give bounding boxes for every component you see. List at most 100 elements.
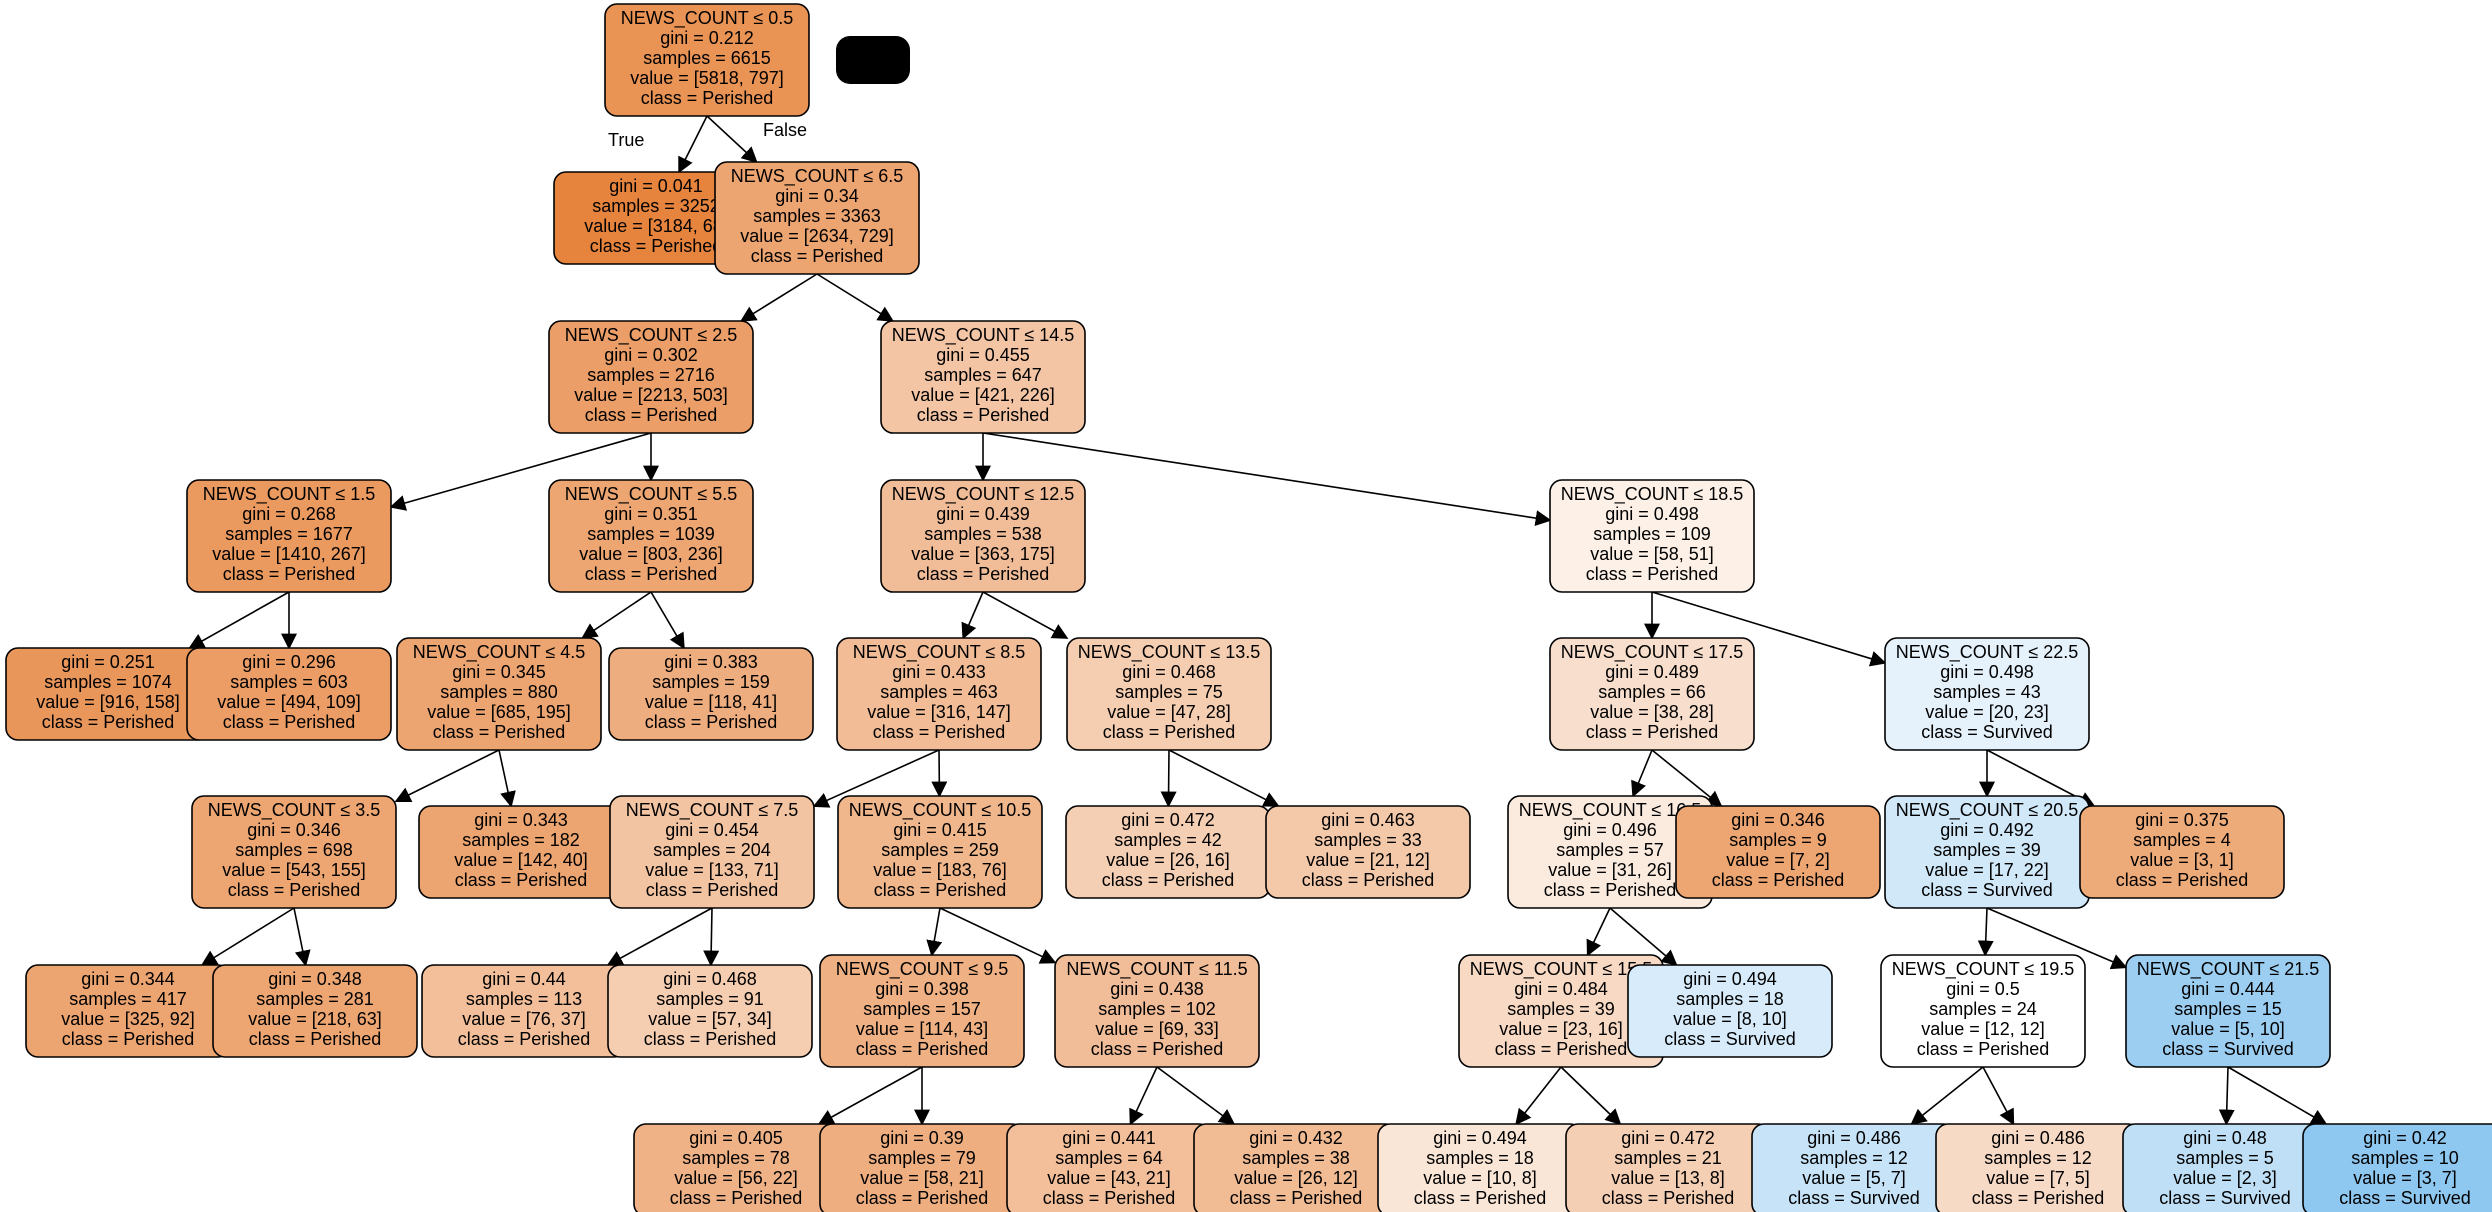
node-line: gini = 0.296 <box>242 652 336 672</box>
node-box <box>212 964 418 1058</box>
edge-n33-n42 <box>1560 1066 1622 1126</box>
node-line: class = Perished <box>1712 870 1845 890</box>
edge-n8-n16 <box>1651 591 1887 667</box>
node-box <box>880 479 1086 593</box>
node-line: class = Perished <box>670 1188 803 1208</box>
node-line: samples = 66 <box>1598 682 1706 702</box>
node-line: value = [494, 109] <box>217 692 361 712</box>
node-box <box>1549 479 1755 593</box>
node-line: class = Perished <box>42 712 175 732</box>
node-box <box>396 637 602 751</box>
node-line: gini = 0.455 <box>936 345 1030 365</box>
node-line: samples = 157 <box>863 999 981 1019</box>
node-line: value = [2, 3] <box>2173 1168 2277 1188</box>
edge-n17-n28 <box>293 907 311 967</box>
node-line: samples = 39 <box>1507 999 1615 1019</box>
node-line: samples = 18 <box>1426 1148 1534 1168</box>
node-line: gini = 0.494 <box>1433 1128 1527 1148</box>
node-line: class = Perished <box>433 722 566 742</box>
edge-n32-n39 <box>1129 1066 1158 1126</box>
node-line: value = [421, 226] <box>911 385 1055 405</box>
edge-label-true: True <box>608 130 644 150</box>
edge-n7-n13 <box>961 591 984 640</box>
node-box <box>1627 964 1833 1058</box>
node-line: gini = 0.405 <box>689 1128 783 1148</box>
node-line: class = Perished <box>1230 1188 1363 1208</box>
node-line: value = [142, 40] <box>454 850 588 870</box>
edge-n36-n45 <box>2218 1066 2235 1126</box>
edge-n14-n22 <box>1168 749 1280 807</box>
node-box <box>2302 1123 2492 1212</box>
node-line: value = [23, 16] <box>1499 1019 1623 1039</box>
node-line: value = [118, 41] <box>645 692 777 712</box>
node-box <box>1054 954 1260 1068</box>
node-line: NEWS_COUNT ≤ 5.5 <box>565 484 738 505</box>
node-line: gini = 0.468 <box>663 969 757 989</box>
node-line: samples = 15 <box>2174 999 2282 1019</box>
node-line: samples = 281 <box>256 989 374 1009</box>
node-line: samples = 12 <box>1984 1148 2092 1168</box>
node-line: NEWS_COUNT ≤ 2.5 <box>565 325 738 346</box>
node-line: samples = 880 <box>440 682 558 702</box>
node-line: samples = 91 <box>656 989 764 1009</box>
node-line: samples = 4 <box>2133 830 2231 850</box>
node-box <box>1265 805 1471 899</box>
edge-n31-n37 <box>817 1066 923 1125</box>
node-line: samples = 113 <box>466 989 582 1009</box>
node-line: samples = 64 <box>1055 1148 1163 1168</box>
node-line: gini = 0.441 <box>1062 1128 1156 1148</box>
node-box <box>1884 637 2090 751</box>
node-box <box>186 647 392 741</box>
node-line: gini = 0.438 <box>1110 979 1204 999</box>
node-line: class = Perished <box>1602 1188 1735 1208</box>
node-line: value = [57, 34] <box>648 1009 772 1029</box>
node-line: class = Survived <box>2339 1188 2471 1208</box>
node-line: samples = 1074 <box>44 672 172 692</box>
node-line: value = [3, 7] <box>2353 1168 2457 1188</box>
node-line: samples = 18 <box>1676 989 1784 1009</box>
edge-n32-n40 <box>1156 1066 1236 1125</box>
node-line: samples = 21 <box>1614 1148 1722 1168</box>
node-box <box>548 320 754 434</box>
node-line: gini = 0.383 <box>664 652 758 672</box>
node-line: gini = 0.302 <box>604 345 698 365</box>
node-line: NEWS_COUNT ≤ 14.5 <box>892 325 1075 346</box>
edge-n3-n5 <box>389 432 652 511</box>
node-line: samples = 78 <box>682 1148 790 1168</box>
node-line: gini = 0.348 <box>268 969 362 989</box>
node-line: NEWS_COUNT ≤ 18.5 <box>1561 484 1744 505</box>
node-line: value = [316, 147] <box>867 702 1011 722</box>
node-line: class = Perished <box>1495 1039 1628 1059</box>
node-line: class = Perished <box>751 246 884 266</box>
node-line: value = [56, 22] <box>674 1168 798 1188</box>
node-line: samples = 43 <box>1933 682 2041 702</box>
node-line: value = [5818, 797] <box>630 68 784 88</box>
node-line: value = [38, 28] <box>1590 702 1714 722</box>
node-line: NEWS_COUNT ≤ 17.5 <box>1561 642 1744 663</box>
edge-n25-n35 <box>1977 907 1994 957</box>
node-line: gini = 0.268 <box>242 504 336 524</box>
node-box <box>2125 954 2331 1068</box>
node-line: samples = 6615 <box>643 48 771 68</box>
node-line: gini = 0.454 <box>665 820 759 840</box>
node-line: class = Perished <box>873 722 1006 742</box>
edge-n0-n2 <box>706 115 758 164</box>
node-line: class = Perished <box>1414 1188 1547 1208</box>
